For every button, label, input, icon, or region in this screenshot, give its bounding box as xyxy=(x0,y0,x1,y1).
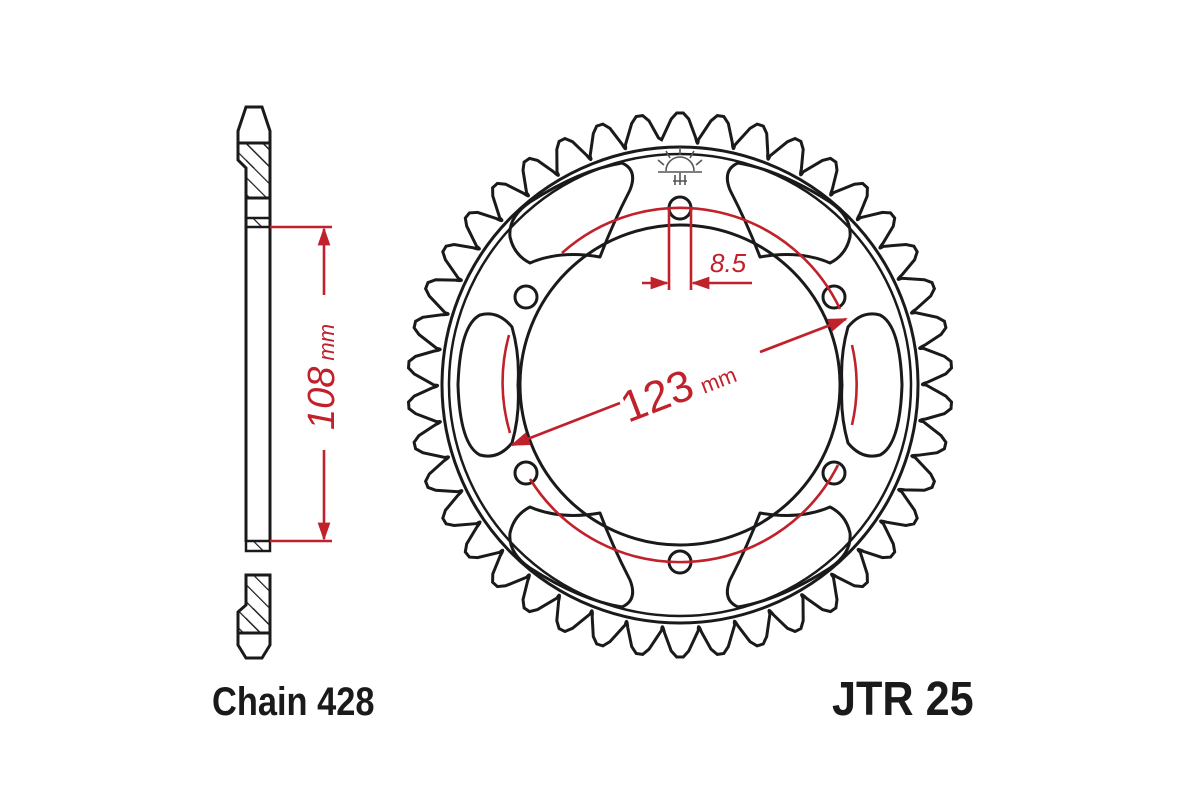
dimension-8-5-value: 8.5 xyxy=(710,248,747,278)
sprocket-front-view: 8.5 123mm xyxy=(406,111,954,659)
profile-bottom-tip xyxy=(236,631,272,660)
part-number-label: JTR 25 xyxy=(832,673,974,726)
center-bore xyxy=(518,223,842,547)
chain-size-label: Chain 428 xyxy=(212,680,375,724)
sun-mark-icon xyxy=(657,147,703,185)
bolt-hole xyxy=(513,460,539,486)
dimension-108mm xyxy=(270,225,332,543)
dimension-108-value: 108mm xyxy=(301,324,343,430)
profile-top-tip xyxy=(236,105,272,145)
dimension-123-value: 123mm xyxy=(614,344,742,432)
side-profile-view xyxy=(236,105,272,660)
sprocket-teeth-outline xyxy=(406,111,954,659)
bolt-hole xyxy=(513,284,539,310)
bolt-holes xyxy=(513,195,847,575)
dimension-8-5 xyxy=(642,208,752,290)
dimension-123mm xyxy=(510,317,848,447)
pcd-circle xyxy=(501,206,858,564)
